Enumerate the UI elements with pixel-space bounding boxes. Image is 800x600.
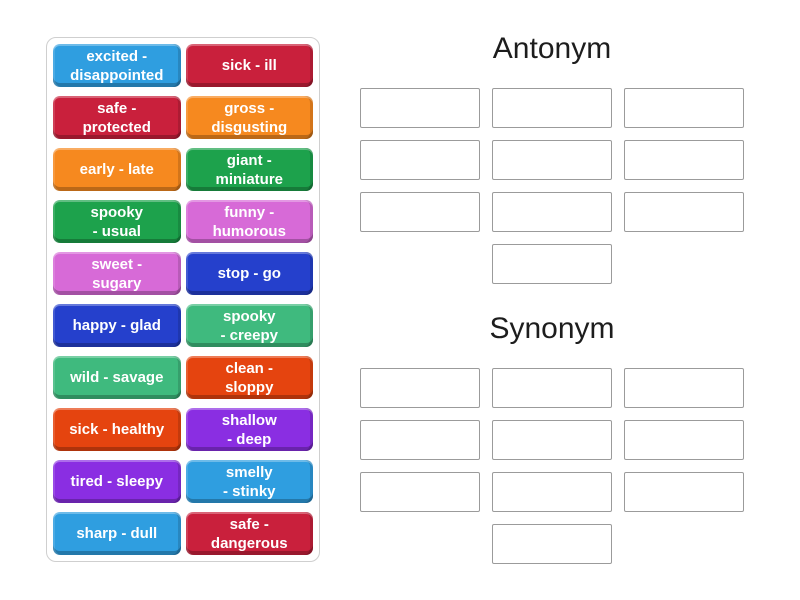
word-tile-label: happy - glad: [72, 317, 161, 334]
answer-slot[interactable]: [360, 420, 480, 460]
answer-slot[interactable]: [360, 472, 480, 512]
word-tile-label: safe - dangerous: [210, 515, 288, 552]
word-tile[interactable]: excited - disappointed: [53, 44, 181, 87]
slot-grid-synonym: [360, 368, 744, 564]
answer-slot[interactable]: [492, 472, 612, 512]
word-bank-panel: excited - disappointed sick - ill safe - p…: [46, 37, 320, 562]
word-tile-grid: excited - disappointed sick - ill safe - p…: [53, 44, 313, 555]
word-tile-label: spooky - creepy: [220, 307, 279, 344]
word-tile[interactable]: wild - savage: [53, 356, 181, 399]
word-tile[interactable]: clean - sloppy: [185, 356, 313, 399]
answer-slot[interactable]: [624, 140, 744, 180]
answer-slot[interactable]: [492, 368, 612, 408]
answer-slot[interactable]: [492, 192, 612, 232]
word-tile-label: spooky - usual: [90, 203, 143, 240]
word-tile[interactable]: smelly - stinky: [185, 460, 313, 503]
answer-slot[interactable]: [492, 524, 612, 564]
word-tile-label: safe - protected: [82, 99, 151, 136]
word-tile-label: sick - ill: [221, 57, 277, 74]
answer-slot[interactable]: [624, 192, 744, 232]
word-tile-label: giant - miniature: [215, 151, 283, 188]
word-tile-label: funny - humorous: [212, 203, 286, 240]
word-tile[interactable]: funny - humorous: [185, 200, 313, 243]
word-tile-label: sharp - dull: [76, 525, 158, 542]
word-tile-label: clean - sloppy: [225, 359, 274, 396]
word-tile[interactable]: giant - miniature: [185, 148, 313, 191]
word-tile-label: gross - disgusting: [211, 99, 288, 136]
word-tile-label: smelly - stinky: [222, 463, 276, 500]
answer-slot[interactable]: [624, 472, 744, 512]
word-tile[interactable]: shallow - deep: [185, 408, 313, 451]
word-tile[interactable]: sick - ill: [185, 44, 313, 87]
word-tile-label: excited - disappointed: [70, 47, 164, 84]
answer-slot[interactable]: [360, 88, 480, 128]
word-tile[interactable]: gross - disgusting: [185, 96, 313, 139]
word-tile-label: stop - go: [217, 265, 281, 282]
group-title-synonym: Synonym: [489, 312, 615, 345]
word-tile[interactable]: tired - sleepy: [53, 460, 181, 503]
word-tile[interactable]: safe - protected: [53, 96, 181, 139]
word-tile[interactable]: spooky - creepy: [185, 304, 313, 347]
answer-slot[interactable]: [492, 88, 612, 128]
answer-slot[interactable]: [492, 420, 612, 460]
word-tile[interactable]: sick - healthy: [53, 408, 181, 451]
word-tile-label: shallow - deep: [221, 411, 277, 448]
word-tile-label: tired - sleepy: [70, 473, 164, 490]
word-tile-label: wild - savage: [70, 369, 164, 386]
group-title-antonym: Antonym: [492, 32, 612, 65]
answer-slot[interactable]: [360, 140, 480, 180]
word-tile[interactable]: happy - glad: [53, 304, 181, 347]
answer-slot[interactable]: [624, 368, 744, 408]
word-tile-label: sick - healthy: [69, 421, 165, 438]
answer-slot[interactable]: [360, 368, 480, 408]
word-tile[interactable]: early - late: [53, 148, 181, 191]
answer-slot[interactable]: [492, 244, 612, 284]
slot-grid-antonym: [360, 88, 744, 284]
answer-slot[interactable]: [360, 192, 480, 232]
answer-slot[interactable]: [624, 420, 744, 460]
word-tile[interactable]: spooky - usual: [53, 200, 181, 243]
word-tile[interactable]: stop - go: [185, 252, 313, 295]
word-tile[interactable]: sweet - sugary: [53, 252, 181, 295]
word-tile-label: sweet - sugary: [91, 255, 143, 292]
category-group-synonym: Synonym: [352, 310, 752, 564]
category-group-antonym: Antonym: [352, 30, 752, 284]
word-tile-label: early - late: [79, 161, 154, 178]
answer-slot[interactable]: [624, 88, 744, 128]
answer-slot[interactable]: [492, 140, 612, 180]
word-tile[interactable]: safe - dangerous: [185, 512, 313, 555]
word-tile[interactable]: sharp - dull: [53, 512, 181, 555]
